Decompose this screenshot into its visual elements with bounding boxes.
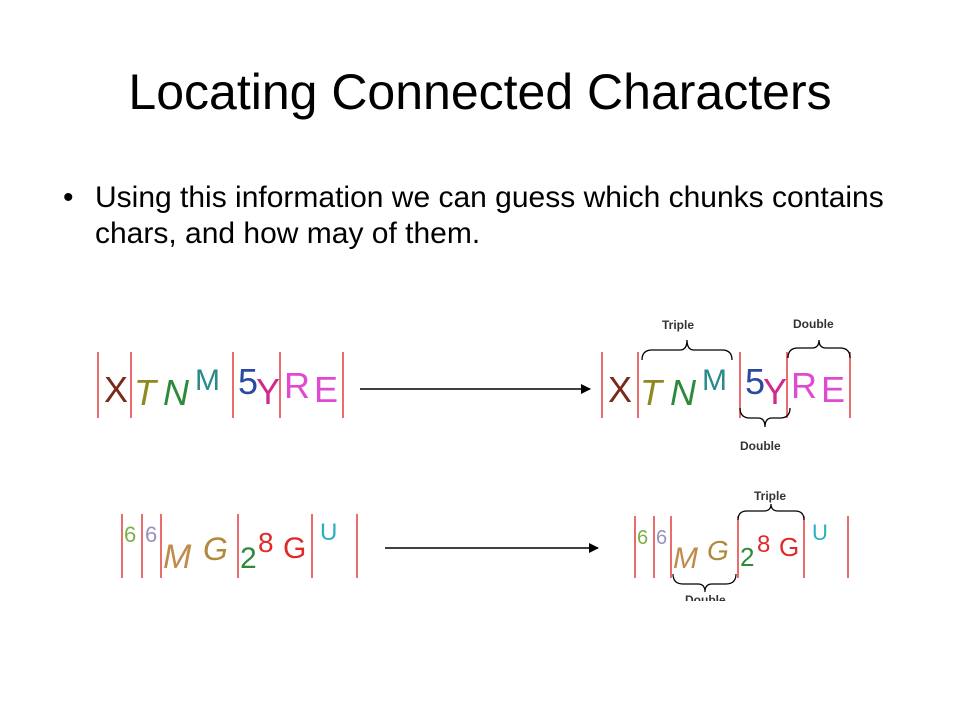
bullet-text: Using this information we can guess whic… (95, 181, 884, 250)
glyph-e: E (821, 369, 845, 410)
captcha-top-left: X T N M 5 Y R E (97, 352, 344, 418)
glyph-n: N (163, 372, 190, 413)
divider-lines (121, 514, 358, 578)
brace-triple (737, 503, 805, 521)
captcha-glyphs: 6 6 M G 2 8 G U (637, 520, 828, 575)
glyph-t: T (640, 372, 665, 413)
brace-double-upper (787, 339, 851, 359)
glyph-6a: 6 (124, 522, 136, 547)
glyph-x: X (608, 369, 632, 410)
glyph-m: M (673, 542, 698, 575)
glyph-8: 8 (258, 527, 274, 558)
brace-double (672, 573, 737, 593)
bullet-marker: • (63, 181, 74, 214)
glyph-8: 8 (757, 531, 770, 558)
glyph-m: M (163, 538, 192, 576)
glyph-e: E (314, 369, 338, 410)
glyph-6a: 6 (637, 527, 648, 549)
captcha-bottom-right: 6 6 M G 2 8 G U Triple Double (634, 489, 849, 607)
glyph-y: Y (256, 371, 280, 412)
slide-title: Locating Connected Characters (128, 64, 832, 120)
captcha-glyphs: X T N M 5 Y R E (608, 361, 845, 413)
glyph-5: 5 (745, 361, 765, 402)
bullet-point: • Using this information we can guess wh… (63, 180, 893, 252)
glyph-2: 2 (740, 542, 754, 572)
clip-mask (600, 601, 860, 631)
glyph-x: X (104, 369, 128, 410)
divider-lines (634, 516, 849, 578)
glyph-t: T (134, 372, 159, 413)
glyph-r: R (284, 365, 310, 406)
glyph-n: N (670, 372, 697, 413)
glyph-m: M (702, 364, 727, 397)
glyph-5: 5 (238, 361, 258, 402)
glyph-6b: 6 (145, 522, 157, 547)
glyph-2: 2 (240, 542, 257, 575)
glyph-g2: G (779, 532, 799, 562)
glyph-g: G (203, 531, 228, 567)
label-triple-top: Triple (662, 318, 694, 332)
label-triple-bottom: Triple (754, 489, 786, 503)
glyph-u: U (812, 520, 828, 545)
captcha-glyphs: 6 6 M G 2 8 G U (124, 519, 337, 576)
divider-lines (601, 352, 851, 418)
brace-triple (641, 339, 733, 361)
glyph-m: M (195, 364, 220, 397)
captcha-bottom-left: 6 6 M G 2 8 G U (121, 514, 358, 578)
glyph-y: Y (763, 371, 787, 412)
label-double-top: Double (793, 317, 834, 331)
glyph-g: G (707, 535, 729, 566)
glyph-g2: G (283, 532, 306, 565)
glyph-r: R (791, 365, 817, 406)
glyph-u: U (320, 519, 337, 546)
brace-double-lower (739, 407, 791, 428)
label-double-bottom: Double (740, 439, 781, 453)
captcha-glyphs: X T N M 5 Y R E (104, 361, 338, 413)
glyph-6b: 6 (656, 527, 667, 549)
divider-lines (97, 352, 344, 418)
captcha-top-right: X T N M 5 Y R E Triple Double Double (601, 317, 851, 453)
